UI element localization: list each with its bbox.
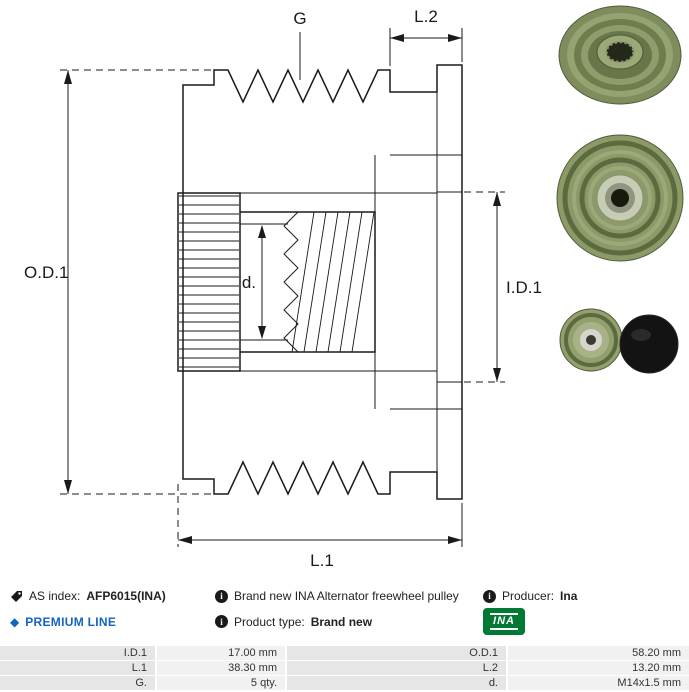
pulley-photo-front bbox=[553, 114, 687, 282]
as-index-value: AFP6015(INA) bbox=[86, 589, 166, 603]
product-type-value: Brand new bbox=[310, 614, 373, 629]
od1-label: O.D.1 bbox=[24, 263, 68, 282]
l1-label: L.1 bbox=[310, 551, 334, 570]
pulley-photo-with-cap bbox=[553, 288, 687, 392]
spec-value-g: 5 qty. bbox=[157, 676, 285, 690]
spec-label-l1: L.1 bbox=[0, 661, 155, 675]
ina-logo: INA bbox=[483, 608, 525, 635]
table-row: L.1 38.30 mm L.2 13.20 mm bbox=[0, 661, 689, 675]
product-description-text: Brand new INA Alternator freewheel pulle… bbox=[234, 589, 459, 603]
pulley-inner-lines bbox=[240, 92, 462, 472]
info-strip: AS index: AFP6015(INA) i Brand new INA A… bbox=[0, 584, 689, 635]
producer: i Producer: Ina bbox=[483, 589, 679, 603]
l2-label: L.2 bbox=[414, 7, 438, 26]
pulley-angled-image bbox=[558, 5, 682, 105]
ina-logo-bar-top bbox=[489, 613, 519, 615]
premium-line: ◆ PREMIUM LINE bbox=[10, 615, 215, 629]
spec-label-d: d. bbox=[287, 676, 506, 690]
tag-icon bbox=[11, 590, 22, 602]
technical-drawing: O.D.1 L.2 I.D.1 L.1 d. G bbox=[24, 7, 542, 570]
info-icon: i bbox=[483, 589, 496, 603]
hatching bbox=[179, 195, 375, 368]
info-row-1: AS index: AFP6015(INA) i Brand new INA A… bbox=[0, 584, 689, 608]
pulley-cap-image bbox=[559, 308, 679, 374]
spec-value-id1: 17.00 mm bbox=[157, 646, 285, 660]
spec-label-od1: O.D.1 bbox=[287, 646, 506, 660]
producer-value: Ina bbox=[560, 589, 578, 603]
producer-label: Producer: bbox=[502, 589, 555, 603]
spec-label-g: G. bbox=[0, 676, 155, 690]
dimension-lines bbox=[67, 28, 498, 547]
g-label: G bbox=[293, 9, 306, 28]
product-type-label: Product type: bbox=[234, 614, 305, 629]
product-description: i Brand new INA Alternator freewheel pul… bbox=[215, 589, 483, 603]
id1-label: I.D.1 bbox=[506, 278, 542, 297]
pulley-outline bbox=[177, 64, 463, 500]
info-icon: i bbox=[215, 589, 228, 603]
spec-table: I.D.1 17.00 mm O.D.1 58.20 mm L.1 38.30 … bbox=[0, 646, 689, 690]
pulley-front-image bbox=[556, 134, 684, 262]
spec-value-l1: 38.30 mm bbox=[157, 661, 285, 675]
pulley-photo-angled bbox=[553, 2, 687, 108]
dashed-extension-lines bbox=[60, 69, 505, 547]
as-index: AS index: AFP6015(INA) bbox=[10, 589, 215, 603]
dimension-arrows bbox=[64, 34, 501, 544]
table-row: I.D.1 17.00 mm O.D.1 58.20 mm bbox=[0, 646, 689, 660]
info-row-2: ◆ PREMIUM LINE i Product type: Brand new… bbox=[0, 608, 689, 635]
spec-value-od1: 58.20 mm bbox=[508, 646, 689, 660]
ina-logo-text: INA bbox=[493, 615, 515, 627]
brand-logo-cell: INA bbox=[483, 608, 679, 635]
info-icon: i bbox=[215, 615, 228, 628]
ina-logo-bar-bottom bbox=[489, 628, 519, 630]
spec-label-id1: I.D.1 bbox=[0, 646, 155, 660]
table-row: G. 5 qty. d. M14x1.5 mm bbox=[0, 676, 689, 690]
d-label: d. bbox=[242, 273, 256, 292]
diamond-icon: ◆ bbox=[10, 614, 20, 629]
spec-label-l2: L.2 bbox=[287, 661, 506, 675]
as-index-label: AS index: bbox=[29, 589, 81, 603]
spec-value-l2: 13.20 mm bbox=[508, 661, 689, 675]
spec-value-d: M14x1.5 mm bbox=[508, 676, 689, 690]
product-type: i Product type: Brand new bbox=[215, 615, 483, 629]
product-photos bbox=[553, 2, 687, 392]
premium-line-label: PREMIUM LINE bbox=[25, 614, 117, 629]
